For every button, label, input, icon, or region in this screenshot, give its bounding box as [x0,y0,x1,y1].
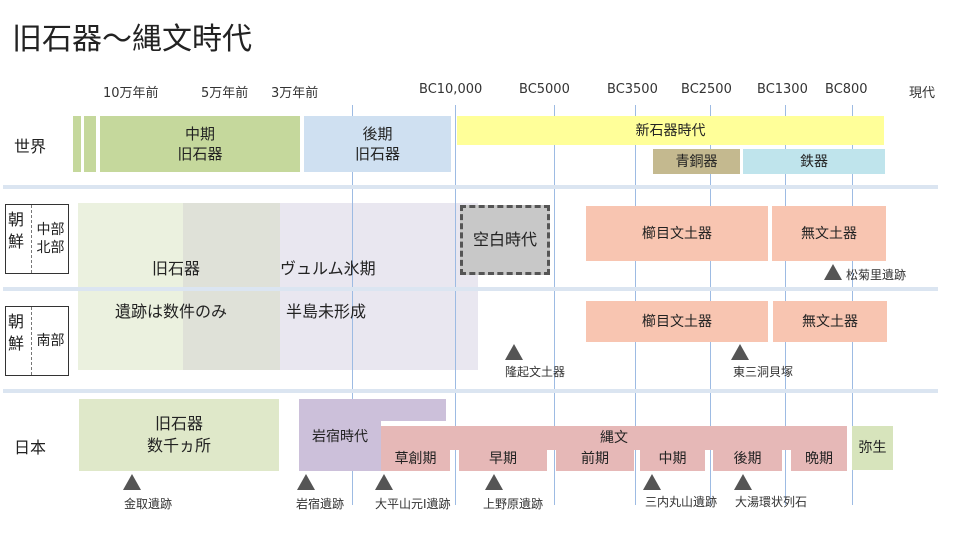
mumun-pottery-north: 無文土器 [772,206,886,261]
gridline [554,105,555,505]
site-label: 大湯環状列石 [735,495,808,509]
overlap-region [183,203,280,370]
site-marker-icon [485,474,503,490]
middle-paleolithic: 中期 旧石器 [100,116,300,172]
row-label-japan: 日本 [14,438,47,457]
bronze-age: 青銅器 [653,149,740,174]
site-marker-icon [375,474,393,490]
neolithic: 新石器時代 [457,116,884,145]
korea-label: 朝鮮 [8,210,25,251]
axis-label: BC2500 [681,82,732,97]
axis-label: BC10,000 [419,82,483,97]
site-label: 上野原遺跡 [483,497,544,511]
divider [3,287,938,291]
site-marker-icon [734,474,752,490]
gridline [352,105,353,505]
site-label: 東三洞貝塚 [733,365,794,379]
iwajuku-bar [299,399,446,421]
jomon-subperiod: 後期 [713,446,782,471]
row-label-world: 世界 [14,137,47,156]
site-marker-icon [505,344,523,360]
wurm-region [280,203,478,370]
jomon-subperiod: 早期 [459,446,547,471]
axis-label: 3万年前 [271,86,319,101]
blank-period: 空白時代 [460,205,550,275]
axis-label: BC1300 [757,82,808,97]
site-marker-icon [643,474,661,490]
region-label: 中部 北部 [31,205,69,273]
jomon-subperiod: 中期 [640,446,705,471]
peninsula-label: 半島未形成 [286,302,367,321]
row-label-korea-north: 朝鮮 中部 北部 [5,204,69,274]
yayoi-period: 弥生 [852,426,893,470]
axis-label: BC800 [825,82,868,97]
site-label: 大平山元I遺跡 [375,497,451,511]
wurm-label: ヴュルム氷期 [280,259,376,278]
early-paleo-bar [84,116,96,172]
site-label: 金取遺跡 [124,497,173,511]
site-label: 岩宿遺跡 [296,497,345,511]
site-marker-icon [824,264,842,280]
page-title: 旧石器〜縄文時代 [12,22,252,57]
jomon-subperiod: 前期 [556,446,634,471]
axis-label: 現代 [909,86,936,101]
divider [3,389,938,393]
gridline [455,105,456,505]
row-label-korea-south: 朝鮮 南部 [5,306,69,376]
comb-pottery-south: 櫛目文土器 [586,301,768,342]
jomon-subperiod: 草創期 [381,446,450,471]
axis-label: 5万年前 [201,86,249,101]
japan-paleolithic: 旧石器 数千ヵ所 [79,399,279,471]
early-paleo-bar [73,116,81,172]
few-sites-label: 遺跡は数件のみ [115,302,228,321]
korea-paleo-label: 旧石器 [152,259,201,278]
site-label: 三内丸山遺跡 [645,495,718,509]
region-label: 南部 [31,307,69,375]
upper-paleolithic: 後期 旧石器 [304,116,451,172]
axis-label: BC3500 [607,82,658,97]
iron-age: 鉄器 [743,149,885,174]
site-label: 隆起文土器 [505,365,566,379]
site-label: 松菊里遺跡 [846,268,907,282]
jomon-subperiod: 晩期 [791,446,847,471]
site-marker-icon [731,344,749,360]
comb-pottery-north: 櫛目文土器 [586,206,768,261]
site-marker-icon [123,474,141,490]
mumun-pottery-south: 無文土器 [773,301,887,342]
iwajuku-period: 岩宿時代 [299,421,381,471]
site-marker-icon [297,474,315,490]
axis-label: 10万年前 [103,86,159,101]
axis-label: BC5000 [519,82,570,97]
korea-label: 朝鮮 [8,312,25,353]
divider [3,185,938,189]
